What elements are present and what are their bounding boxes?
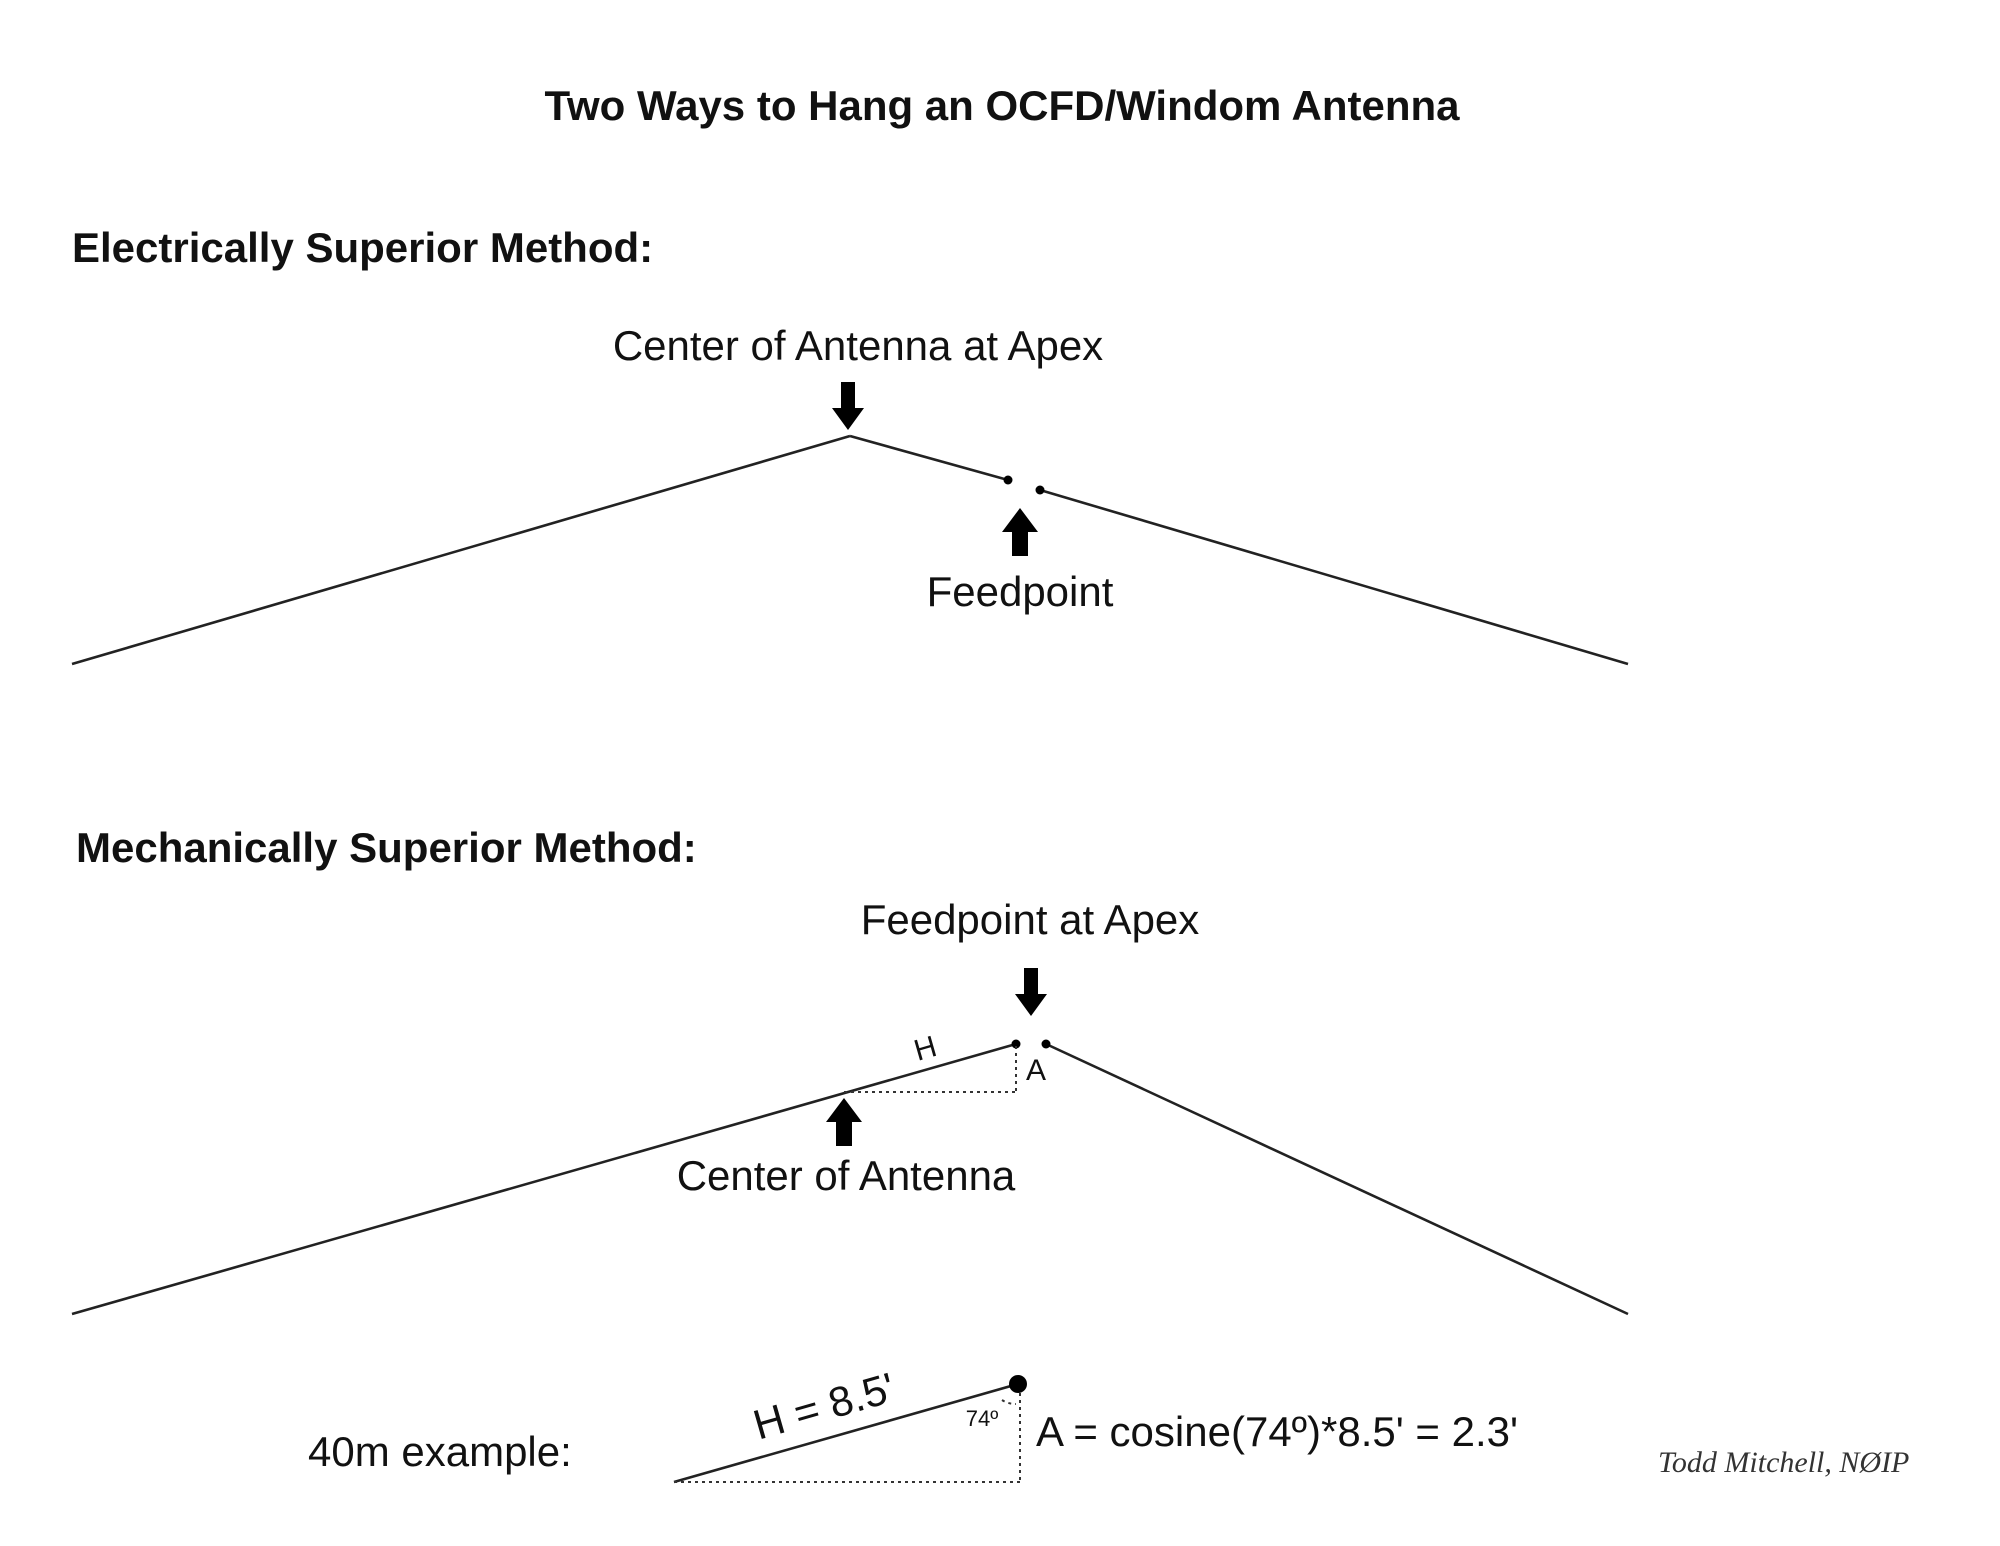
- electrical-feed-label: Feedpoint: [927, 568, 1114, 615]
- example-hypotenuse: [673, 1382, 1019, 1484]
- electrical-right-wire: [1039, 488, 1629, 666]
- mechanical-a-label: A: [1026, 1054, 1046, 1087]
- apex-terminal-right: [1041, 1039, 1051, 1049]
- feedpoint-terminal-left: [1003, 475, 1013, 485]
- mechanical-h-label: H: [910, 1030, 940, 1068]
- apex-terminal-left: [1011, 1039, 1021, 1049]
- mechanical-heading: Mechanically Superior Method:: [76, 824, 697, 871]
- example-formula: A = cosine(74º)*8.5' = 2.3': [1036, 1408, 1518, 1455]
- electrical-heading: Electrically Superior Method:: [72, 224, 653, 271]
- apex-down-arrow: [832, 382, 864, 430]
- mechanical-right-wire: [1045, 1042, 1629, 1316]
- example-label: 40m example:: [308, 1428, 572, 1475]
- electrical-apex-label: Center of Antenna at Apex: [613, 322, 1103, 369]
- electrical-left-wire: [71, 434, 851, 666]
- example-angle-arc: [1001, 1399, 1017, 1405]
- feedpoint-up-arrow: [1002, 508, 1038, 556]
- center-up-arrow: [826, 1098, 862, 1146]
- example-h-value: H = 8.5': [748, 1364, 900, 1449]
- example-apex-dot: [1009, 1375, 1027, 1393]
- mechanical-left-wire: [71, 1042, 1017, 1316]
- example-angle-label: 74º: [966, 1406, 999, 1431]
- mechanical-apex-label: Feedpoint at Apex: [861, 896, 1200, 943]
- author-credit: Todd Mitchell, NØIP: [1658, 1446, 1909, 1479]
- feedpoint-terminal-right: [1035, 485, 1045, 495]
- mechanical-apex-down-arrow: [1015, 968, 1047, 1016]
- diagram-title: Two Ways to Hang an OCFD/Windom Antenna: [544, 82, 1460, 129]
- electrical-right-short-wire: [849, 434, 1009, 482]
- mechanical-center-label: Center of Antenna: [677, 1152, 1016, 1199]
